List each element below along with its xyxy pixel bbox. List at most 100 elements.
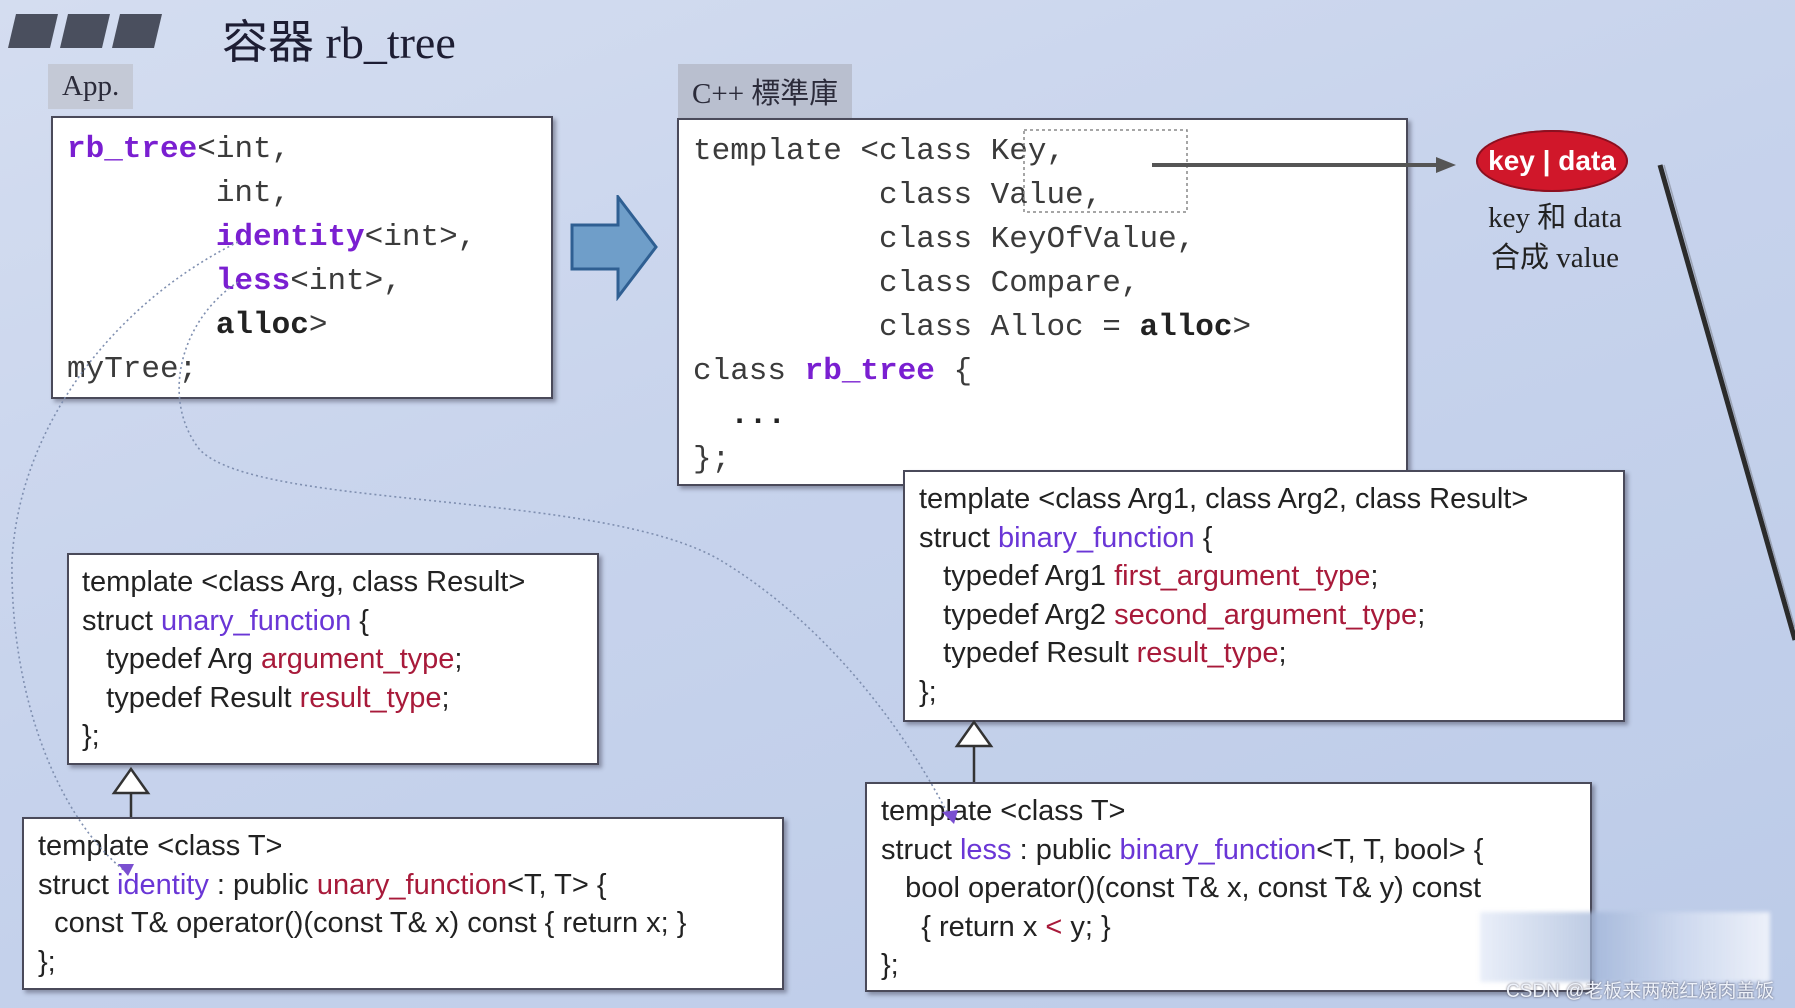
- std-code-box: template <class Key, class Value, class …: [677, 118, 1408, 486]
- code-token: binary_function: [997, 521, 1195, 554]
- code-token: class: [693, 354, 805, 389]
- code-line: typedef Arg argument_type;: [82, 640, 597, 679]
- code-line: };: [919, 673, 1623, 712]
- code-line: typedef Arg2 second_argument_type;: [919, 596, 1623, 635]
- less-code: template <class T> struct less : public b…: [881, 792, 1590, 985]
- code-token: ;: [1278, 637, 1287, 669]
- binary-function-box: template <class Arg1, class Arg2, class …: [903, 470, 1625, 722]
- code-line: template <class Arg, class Result>: [82, 563, 597, 602]
- code-token: const T& operator()(const T& x) const { …: [38, 907, 687, 939]
- code-line: typedef Result result_type;: [919, 634, 1623, 673]
- code-line: bool operator()(const T& x, const T& y) …: [881, 869, 1590, 908]
- code-token: struct: [82, 604, 161, 637]
- code-token: <T, T, bool> {: [1316, 833, 1484, 866]
- code-line: struct less : public binary_function<T, …: [881, 831, 1590, 870]
- code-token: <T, T> {: [507, 868, 607, 901]
- identity-code: template <class T> struct identity : publ…: [38, 827, 782, 981]
- code-line: typedef Result result_type;: [82, 679, 597, 718]
- code-line: int,: [67, 172, 551, 216]
- code-line: template <class Key,: [693, 130, 1406, 174]
- std-code: template <class Key, class Value, class …: [693, 130, 1406, 482]
- key-data-note-line2: 合成 value: [1490, 242, 1620, 274]
- code-token: ;: [454, 643, 463, 675]
- code-token: {: [351, 604, 369, 637]
- code-token: argument_type: [260, 643, 455, 675]
- code-token: binary_function: [1119, 833, 1317, 866]
- code-token: template <class Key,: [693, 134, 1066, 169]
- code-line: myTree;: [67, 348, 551, 392]
- code-line: class KeyOfValue,: [693, 218, 1406, 262]
- code-token: <: [1045, 910, 1063, 943]
- code-token: myTree;: [67, 352, 198, 387]
- app-tab-label: App.: [48, 64, 134, 109]
- code-token: <int,: [197, 132, 291, 167]
- unary-function-code: template <class Arg, class Result> struct…: [82, 563, 597, 756]
- code-token: bool operator()(const T& x, const T& y) …: [881, 872, 1482, 904]
- identity-box: template <class T> struct identity : publ…: [22, 817, 784, 990]
- code-line: struct unary_function {: [82, 602, 597, 641]
- watermark: CSDN @老板来两碗红烧肉盖饭: [1506, 981, 1775, 1002]
- code-line: typedef Arg1 first_argument_type;: [919, 557, 1623, 596]
- code-token: ;: [1417, 598, 1426, 631]
- code-token: <int>,: [290, 264, 402, 299]
- code-token: [67, 264, 216, 299]
- code-token: second_argument_type: [1114, 598, 1418, 631]
- less-inherit-arrow: [954, 719, 994, 748]
- header-decoration: [8, 14, 162, 48]
- code-token: };: [919, 675, 937, 708]
- code-token: result_type: [299, 681, 442, 714]
- less-box: template <class T> struct less : public b…: [865, 782, 1592, 992]
- code-line: const T& operator()(const T& x) const { …: [38, 904, 782, 943]
- code-line: template <class T>: [881, 792, 1590, 831]
- code-token: alloc: [215, 308, 309, 343]
- binary-function-code: template <class Arg1, class Arg2, class …: [919, 480, 1623, 711]
- key-data-note: key 和 data 合成 value: [1460, 198, 1650, 278]
- code-token: >: [1232, 310, 1252, 345]
- code-line: identity<int>,: [67, 216, 551, 260]
- code-token: result_type: [1136, 637, 1279, 669]
- code-line: };: [881, 946, 1590, 985]
- code-line: template <class Arg1, class Arg2, class …: [919, 480, 1623, 519]
- code-token: };: [693, 442, 731, 477]
- code-token: typedef Result: [919, 637, 1137, 669]
- pointer-stick: [1657, 164, 1795, 641]
- key-data-badge: key | data: [1476, 130, 1628, 192]
- code-token: rb_tree: [67, 132, 198, 167]
- code-line: ...: [693, 394, 1406, 438]
- code-token: template <class T>: [38, 830, 283, 862]
- code-token: identity: [116, 868, 209, 901]
- code-token: unary_function: [316, 868, 508, 901]
- code-token: {: [934, 354, 973, 389]
- code-token: identity: [215, 220, 365, 255]
- code-token: class KeyOfValue,: [693, 222, 1196, 257]
- code-token: less: [959, 833, 1012, 866]
- code-token: template <class T>: [881, 795, 1126, 827]
- code-token: class Alloc =: [693, 310, 1140, 345]
- code-token: struct: [881, 833, 960, 866]
- code-token: struct: [38, 868, 117, 901]
- code-line: class Compare,: [693, 262, 1406, 306]
- app-code-box: rb_tree<int, int, identity<int>, less<in…: [51, 116, 553, 399]
- code-token: less: [215, 264, 291, 299]
- code-line: alloc>: [67, 304, 551, 348]
- key-data-note-line1: key 和 data: [1488, 202, 1622, 234]
- code-token: template <class Arg, class Result>: [82, 566, 526, 598]
- code-line: struct identity : public unary_function<…: [38, 866, 782, 905]
- identity-inherit-arrow: [111, 766, 151, 795]
- code-token: };: [38, 945, 56, 978]
- code-token: { return x: [881, 910, 1046, 943]
- code-token: typedef Arg1: [919, 560, 1115, 592]
- code-token: int,: [67, 176, 291, 211]
- app-code: rb_tree<int, int, identity<int>, less<in…: [67, 128, 551, 392]
- code-token: >: [308, 308, 328, 343]
- code-line: class rb_tree {: [693, 350, 1406, 394]
- code-token: {: [1194, 521, 1213, 554]
- code-token: typedef Arg2: [919, 598, 1115, 631]
- code-token: };: [881, 949, 899, 981]
- code-token: rb_tree: [804, 354, 935, 389]
- code-token: class Value,: [693, 178, 1103, 213]
- code-token: class Compare,: [693, 266, 1140, 301]
- unary-function-box: template <class Arg, class Result> struct…: [67, 553, 599, 765]
- code-line: { return x < y; }: [881, 908, 1590, 947]
- code-token: [67, 220, 216, 255]
